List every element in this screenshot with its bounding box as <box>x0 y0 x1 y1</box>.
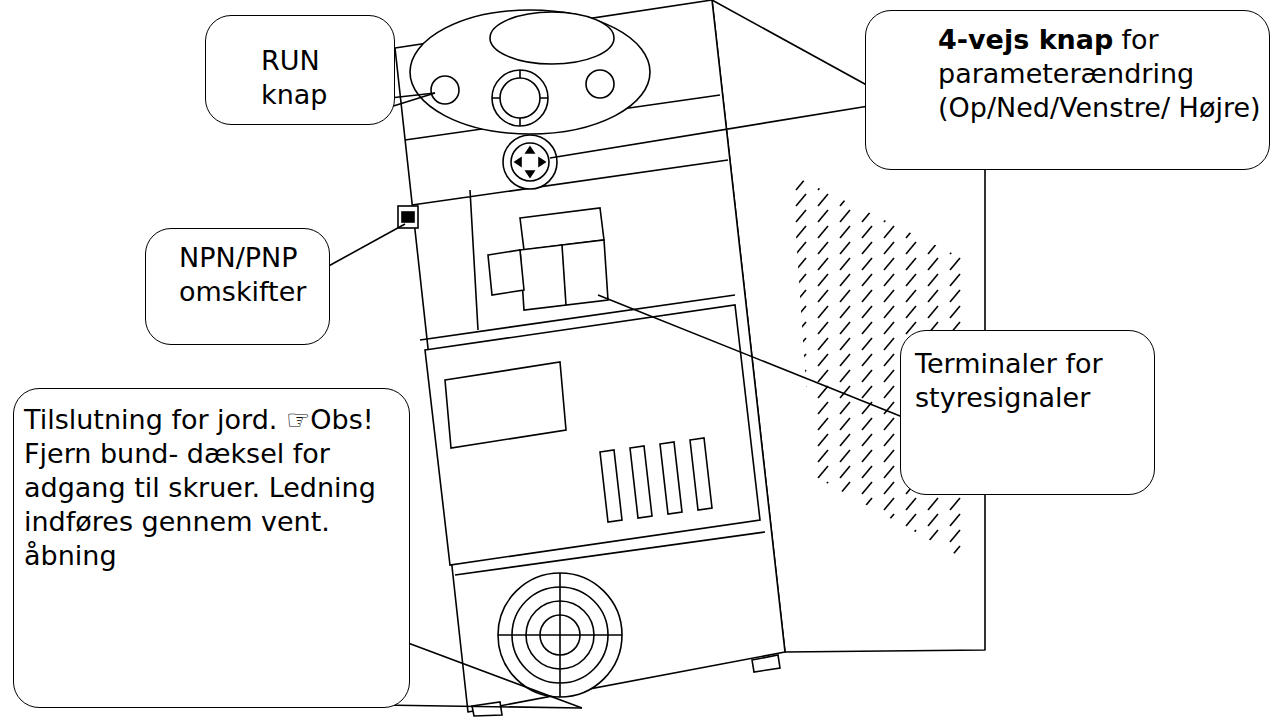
foot <box>472 702 502 716</box>
foot <box>752 655 780 672</box>
four-way-arrows <box>515 147 545 177</box>
cable-slot <box>630 446 652 518</box>
leader-line <box>400 640 582 708</box>
cable-slot <box>690 438 712 510</box>
fan-grille <box>498 573 622 697</box>
fan <box>498 573 622 697</box>
knob <box>492 70 548 126</box>
callout-box: Terminaler for styresignaler <box>900 330 1155 495</box>
four-way-key <box>503 135 557 189</box>
callout-box: Tilslutning for jord. ☞Obs! Fjern bund- … <box>13 388 410 708</box>
callout-text: Tilslutning for jord. ☞Obs! Fjern bund- … <box>24 403 399 573</box>
run-button <box>431 76 459 104</box>
callout-box: NPN/PNP omskifter <box>145 228 330 345</box>
terminal-row <box>488 250 524 295</box>
cover <box>425 305 760 565</box>
leader-line <box>380 705 582 708</box>
npn-pnp-switch <box>398 206 418 228</box>
callout-text: RUN knap <box>261 44 384 112</box>
knob-ticks <box>492 70 548 126</box>
leader-line <box>325 224 405 268</box>
callout-text: 4-vejs knap <box>938 24 1113 55</box>
terminal-row <box>520 240 608 310</box>
stop-button <box>586 70 614 98</box>
leader-line <box>390 93 435 98</box>
leader-line <box>550 105 875 158</box>
keypad <box>398 10 650 228</box>
knob-inner <box>500 78 540 118</box>
switch-lever <box>402 212 414 222</box>
display <box>490 12 614 64</box>
cover-window <box>445 362 566 448</box>
terminal-divider <box>562 245 566 305</box>
cable-slot <box>600 450 622 522</box>
leader-lines <box>325 93 910 708</box>
callout-box: 4-vejs knapfor parameterændring (Op/Ned/… <box>865 10 1270 170</box>
callout-text: NPN/PNP omskifter <box>179 241 321 309</box>
front-face <box>395 0 785 712</box>
cable-slot <box>660 442 682 514</box>
terminal-block <box>488 208 608 310</box>
leader-line <box>598 295 910 420</box>
lower-cover <box>425 305 780 716</box>
callout-text: Terminaler for styresignaler <box>915 347 1144 415</box>
callout-box: RUN knap <box>205 15 395 125</box>
housing-edge <box>405 95 765 575</box>
four-way-key-inner <box>511 143 549 181</box>
dial-bezel <box>410 10 650 134</box>
